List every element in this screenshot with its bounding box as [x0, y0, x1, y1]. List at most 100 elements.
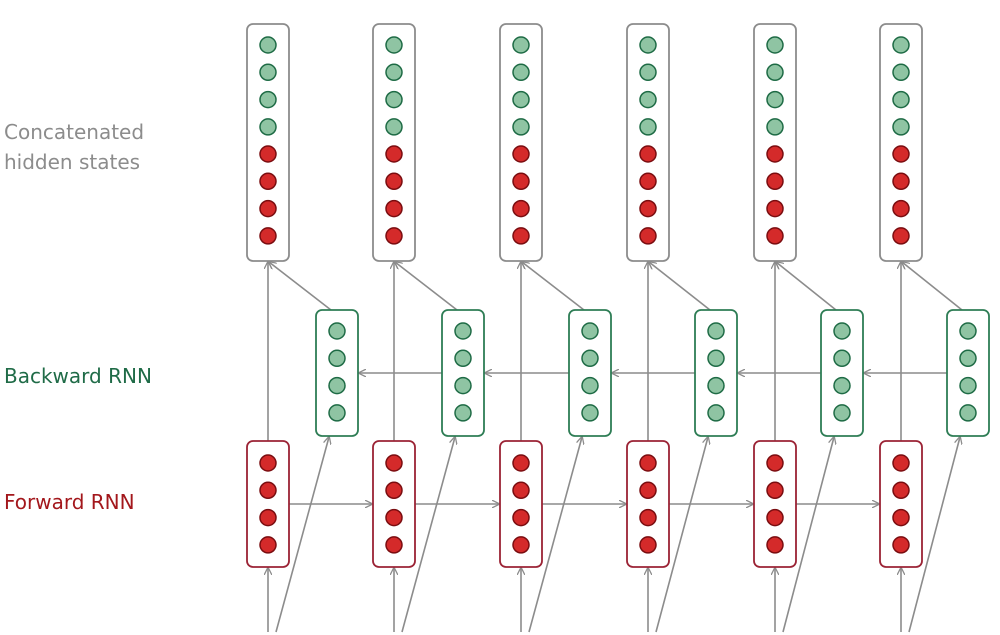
forward-hidden-unit	[766, 199, 784, 218]
backward-rnn-unit	[707, 349, 725, 368]
forward-hidden-unit	[639, 172, 657, 191]
backward-rnn-cell	[441, 309, 485, 437]
arrow-layer	[268, 262, 963, 633]
backward-rnn-cell	[315, 309, 359, 437]
backward-rnn-unit	[707, 322, 725, 340]
forward-rnn-unit	[259, 454, 277, 472]
forward-hidden-unit	[259, 199, 277, 218]
backward-input-arrow	[401, 437, 455, 633]
backward-rnn-unit	[959, 322, 977, 340]
backward-rnn-unit	[328, 404, 346, 422]
forward-rnn-unit	[385, 508, 403, 527]
forward-rnn-unit	[639, 536, 657, 554]
forward-hidden-unit	[512, 227, 530, 245]
backward-rnn-cell	[820, 309, 864, 437]
backward-hidden-unit	[639, 118, 657, 136]
backward-hidden-unit	[512, 90, 530, 109]
backward-rnn-cell	[694, 309, 738, 437]
forward-hidden-unit	[639, 199, 657, 218]
backward-hidden-unit	[766, 63, 784, 82]
forward-hidden-unit	[385, 199, 403, 218]
concatenated-hidden-state-box	[246, 23, 290, 262]
backward-rnn-unit	[454, 349, 472, 368]
backward-rnn-unit	[833, 404, 851, 422]
forward-hidden-unit	[512, 172, 530, 191]
forward-hidden-unit	[259, 172, 277, 191]
backward-rnn-unit	[328, 322, 346, 340]
backward-rnn-unit	[328, 376, 346, 395]
forward-rnn-unit	[766, 481, 784, 500]
forward-rnn-unit	[766, 536, 784, 554]
backward-hidden-unit	[512, 118, 530, 136]
backward-hidden-unit	[512, 36, 530, 54]
forward-hidden-unit	[766, 172, 784, 191]
forward-rnn-unit	[892, 454, 910, 472]
forward-rnn-cell	[626, 440, 670, 568]
backward-hidden-unit	[766, 118, 784, 136]
backward-to-concat-arrow	[902, 262, 963, 311]
forward-hidden-unit	[385, 172, 403, 191]
backward-hidden-unit	[892, 63, 910, 82]
backward-rnn-unit	[328, 349, 346, 368]
backward-hidden-unit	[892, 36, 910, 54]
forward-rnn-unit	[512, 481, 530, 500]
forward-rnn-unit	[892, 536, 910, 554]
backward-rnn-unit	[959, 376, 977, 395]
backward-to-concat-arrow	[776, 262, 837, 311]
forward-hidden-unit	[639, 227, 657, 245]
backward-rnn-unit	[581, 376, 599, 395]
backward-rnn-unit	[454, 404, 472, 422]
backward-hidden-unit	[259, 63, 277, 82]
concatenated-label-line-2: hidden states	[4, 150, 141, 174]
backward-input-arrow	[528, 437, 582, 633]
forward-rnn-unit	[385, 481, 403, 500]
backward-input-arrow	[908, 437, 960, 633]
forward-rnn-unit	[512, 536, 530, 554]
backward-to-concat-arrow	[269, 262, 332, 311]
forward-rnn-cell	[246, 440, 290, 568]
backward-input-arrow	[275, 437, 329, 633]
backward-rnn-unit	[833, 322, 851, 340]
forward-rnn-unit	[639, 481, 657, 500]
backward-rnn-unit	[707, 376, 725, 395]
backward-hidden-unit	[385, 118, 403, 136]
forward-hidden-unit	[512, 199, 530, 218]
forward-rnn-unit	[639, 508, 657, 527]
backward-rnn-unit	[454, 376, 472, 395]
concatenated-hidden-state-box	[372, 23, 416, 262]
backward-hidden-unit	[385, 63, 403, 82]
backward-hidden-unit	[892, 118, 910, 136]
forward-rnn-unit	[766, 454, 784, 472]
backward-hidden-unit	[385, 36, 403, 54]
backward-rnn-unit	[454, 322, 472, 340]
concatenated-hidden-states-label: Concatenated hidden states	[4, 117, 144, 177]
forward-rnn-unit	[512, 454, 530, 472]
forward-hidden-unit	[385, 145, 403, 163]
backward-hidden-unit	[639, 36, 657, 54]
forward-rnn-unit	[892, 508, 910, 527]
backward-rnn-unit	[959, 404, 977, 422]
backward-input-arrow	[782, 437, 834, 633]
backward-rnn-cell	[568, 309, 612, 437]
backward-input-arrow	[655, 437, 708, 633]
box-layer	[246, 23, 990, 568]
forward-hidden-unit	[766, 227, 784, 245]
backward-rnn-unit	[581, 349, 599, 368]
backward-hidden-unit	[639, 90, 657, 109]
forward-rnn-unit	[259, 481, 277, 500]
backward-rnn-unit	[833, 376, 851, 395]
forward-hidden-unit	[766, 145, 784, 163]
concatenated-hidden-state-box	[626, 23, 670, 262]
forward-hidden-unit	[892, 172, 910, 191]
forward-rnn-unit	[639, 454, 657, 472]
backward-to-concat-arrow	[395, 262, 458, 311]
backward-hidden-unit	[639, 63, 657, 82]
backward-rnn-unit	[833, 349, 851, 368]
backward-hidden-unit	[766, 36, 784, 54]
forward-rnn-unit	[512, 508, 530, 527]
forward-hidden-unit	[892, 227, 910, 245]
forward-rnn-label: Forward RNN	[4, 490, 135, 514]
forward-rnn-cell	[753, 440, 797, 568]
backward-rnn-unit	[959, 349, 977, 368]
